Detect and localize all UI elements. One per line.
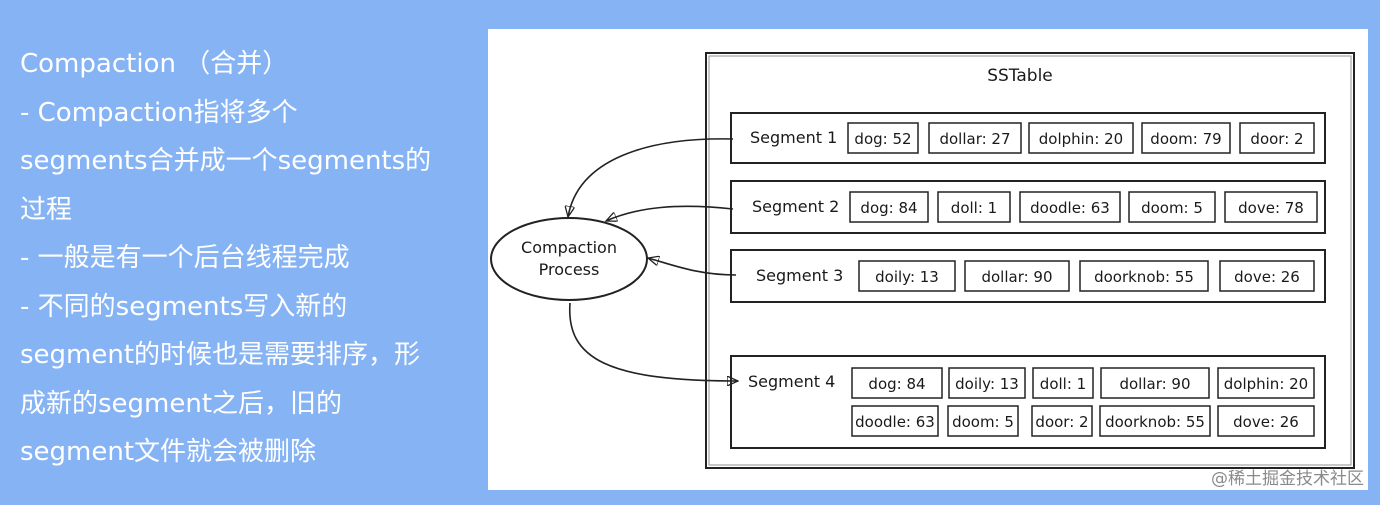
entry-text: doily: 13 <box>955 375 1019 393</box>
entry-box <box>937 191 1011 223</box>
entry-box <box>1079 260 1209 292</box>
segment-label: Segment 2 <box>752 197 839 216</box>
entry-box <box>1217 405 1315 437</box>
segment-row-3 <box>730 249 1326 303</box>
segment-label: Segment 1 <box>750 128 837 147</box>
text-line: segment文件就会被删除 <box>20 437 317 467</box>
entry-text: doll: 1 <box>1040 375 1086 393</box>
watermark: @稀土掘金技术社区 <box>1211 469 1364 489</box>
entry-box <box>1141 122 1231 154</box>
entry-box <box>947 405 1019 437</box>
entry-box <box>928 122 1022 154</box>
text-line: segment的时候也是需要排序，形 <box>20 340 421 370</box>
entry-text: dog: 84 <box>868 375 925 393</box>
entry-text: dolphin: 20 <box>1224 375 1308 393</box>
arrow-segment1-to-process <box>568 138 734 217</box>
segment-row-4 <box>730 355 1326 449</box>
arrow-segment2-to-process <box>606 205 734 221</box>
entry-box <box>948 367 1026 399</box>
entry-box <box>1032 367 1094 399</box>
entry-box <box>1028 122 1134 154</box>
arrow-segment3-to-process <box>648 258 737 276</box>
entry-box <box>1099 405 1211 437</box>
entry-text: doll: 1 <box>951 199 997 217</box>
entry-box <box>1239 122 1315 154</box>
entry-text: door: 2 <box>1250 130 1303 148</box>
entry-text: dove: 26 <box>1234 268 1300 286</box>
segment-label: Segment 3 <box>756 266 843 285</box>
entry-text: doily: 13 <box>875 268 939 286</box>
entry-text: doorknob: 55 <box>1105 413 1205 431</box>
entry-box <box>851 367 943 399</box>
entry-text: dollar: 90 <box>981 268 1052 286</box>
text-line: Compaction （合并） <box>20 49 289 79</box>
entry-box <box>851 405 939 437</box>
entry-text: doom: 79 <box>1150 130 1221 148</box>
process-label: Process <box>539 260 600 279</box>
entry-box <box>847 122 919 154</box>
text-line: - 一般是有一个后台线程完成 <box>20 243 350 273</box>
entry-text: doom: 5 <box>952 413 1014 431</box>
entry-text: doorknob: 55 <box>1094 268 1194 286</box>
entry-box <box>1019 191 1121 223</box>
compaction-process-node <box>490 217 648 301</box>
compaction-diagram: SSTable Segment 1 Segment 2 Segment 3 Se… <box>488 29 1368 490</box>
text-line: 过程 <box>20 194 73 225</box>
entry-text: doodle: 63 <box>855 413 935 431</box>
sstable-container <box>705 52 1355 469</box>
entry-text: dove: 26 <box>1233 413 1299 431</box>
sstable-title: SSTable <box>987 66 1053 86</box>
entry-box <box>858 260 956 292</box>
segment-row-2 <box>730 180 1326 234</box>
text-line: - 不同的segments写入新的 <box>20 291 348 322</box>
entry-text: dollar: 27 <box>939 130 1010 148</box>
entry-text: door: 2 <box>1035 413 1088 431</box>
text-line: segments合并成一个segments的 <box>20 146 432 176</box>
entry-box <box>1031 405 1093 437</box>
process-label: Compaction <box>521 238 617 257</box>
entry-text: dog: 52 <box>854 130 911 148</box>
entry-box <box>1217 367 1315 399</box>
text-line: - Compaction指将多个 <box>20 97 298 128</box>
entry-box <box>1224 191 1318 223</box>
segment-label: Segment 4 <box>748 372 835 391</box>
entry-text: doodle: 63 <box>1030 199 1110 217</box>
entry-text: dog: 84 <box>860 199 917 217</box>
entry-box <box>964 260 1070 292</box>
entry-text: dollar: 90 <box>1119 375 1190 393</box>
entry-text: dolphin: 20 <box>1039 130 1123 148</box>
segment-row-1 <box>730 112 1326 164</box>
entry-box <box>849 191 929 223</box>
entry-box <box>1219 260 1315 292</box>
entry-text: doom: 5 <box>1141 199 1203 217</box>
arrow-process-to-segment4 <box>568 302 738 381</box>
diagram-canvas: SSTable Segment 1 Segment 2 Segment 3 Se… <box>490 52 1355 469</box>
text-line: 成新的segment之后，旧的 <box>20 388 343 419</box>
entry-box <box>1128 191 1216 223</box>
entry-text: dove: 78 <box>1238 199 1304 217</box>
description-text: Compaction （合并） - Compaction指将多个 segment… <box>20 40 450 477</box>
entry-box <box>1100 367 1210 399</box>
